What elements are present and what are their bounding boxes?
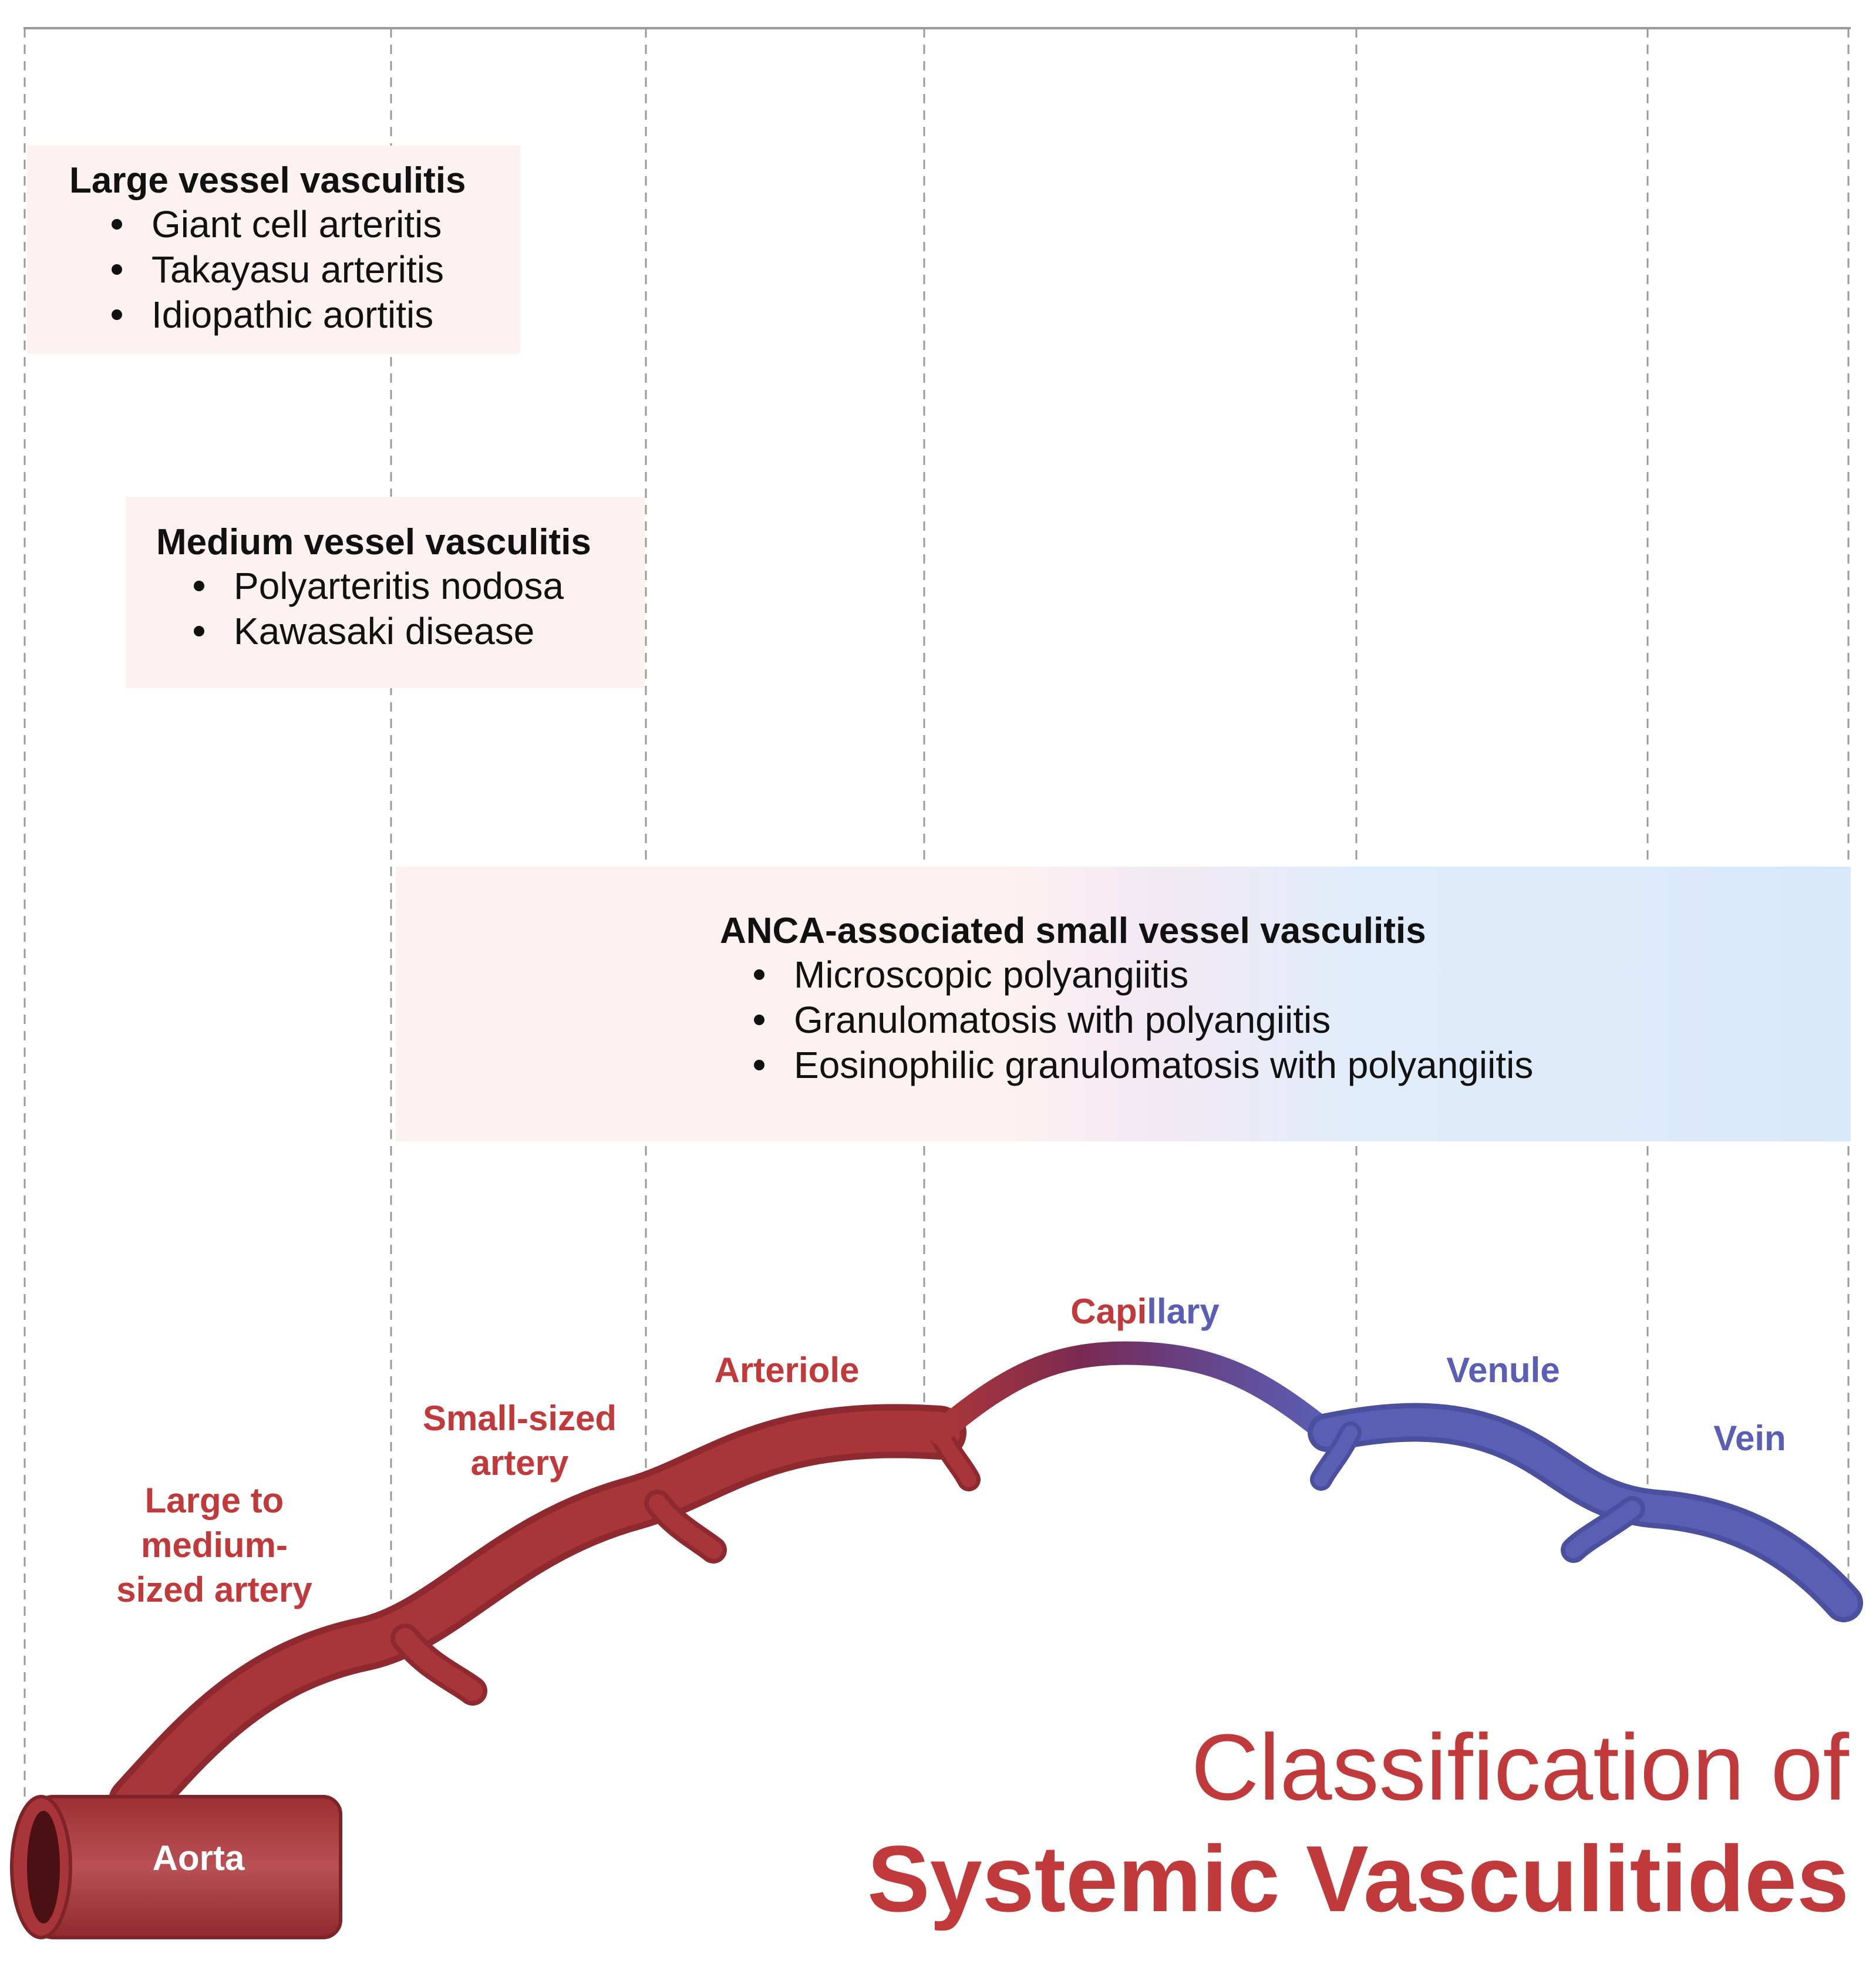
large-vessel-heading: Large vessel vasculitis (69, 160, 466, 201)
list-item-text: Eosinophilic granulomatosis with polyang… (794, 1044, 1534, 1086)
medium-vessel-list: Polyarteritis nodosa Kawasaki disease (188, 564, 564, 654)
bullet-icon (754, 1015, 764, 1025)
bullet-icon (112, 264, 122, 275)
venule-branch (1314, 1426, 1358, 1487)
title-line-2: Systemic Vasculitides (867, 1826, 1849, 1931)
list-item: Giant cell arteritis (106, 202, 444, 247)
large-artery-label: Large to medium- sized artery (100, 1478, 329, 1612)
venule-label: Venule (1446, 1350, 1560, 1390)
artery-body (114, 1410, 960, 1823)
list-item-text: Giant cell arteritis (151, 203, 442, 245)
large-artery-label-line: sized artery (116, 1570, 312, 1609)
bullet-icon (754, 1060, 764, 1070)
capillary-label-arterial: Capi (1070, 1292, 1147, 1331)
artery-branch (649, 1494, 722, 1559)
bullet-icon (194, 581, 204, 591)
list-item: Eosinophilic granulomatosis with polyang… (748, 1043, 1533, 1088)
large-vessel-list: Giant cell arteritis Takayasu arteritis … (106, 202, 444, 338)
bullet-icon (194, 626, 204, 636)
capillary-label: Capillary (1051, 1289, 1239, 1334)
artery-branch (395, 1628, 483, 1701)
vein-body (1313, 1408, 1858, 1617)
aorta-label: Aorta (152, 1838, 245, 1878)
aorta-opening-inner (27, 1811, 60, 1923)
list-item: Idiopathic aortitis (106, 292, 444, 338)
vein-branch (1565, 1501, 1641, 1558)
capillary-label-venous: llary (1147, 1292, 1220, 1331)
large-vessel-box: Large vessel vasculitis Giant cell arter… (27, 146, 520, 354)
anca-vessel-list: Microscopic polyangiitis Granulomatosis … (748, 952, 1533, 1088)
list-item-text: Polyarteritis nodosa (234, 565, 564, 607)
small-artery-label-line: artery (470, 1443, 569, 1483)
list-item-text: Microscopic polyangiitis (794, 954, 1189, 996)
arteriole-label: Arteriole (714, 1350, 860, 1390)
list-item: Granulomatosis with polyangiitis (748, 998, 1533, 1043)
list-item-text: Granulomatosis with polyangiitis (794, 999, 1331, 1041)
capillary-arc (928, 1341, 1339, 1444)
title-line-1: Classification of (1191, 1714, 1849, 1820)
anca-vessel-heading: ANCA-associated small vessel vasculitis (720, 911, 1426, 951)
list-item-text: Idiopathic aortitis (151, 294, 434, 336)
list-item-text: Kawasaki disease (234, 610, 535, 652)
list-item-text: Takayasu arteritis (151, 248, 444, 291)
medium-vessel-box: Medium vessel vasculitis Polyarteritis n… (126, 497, 645, 688)
list-item: Takayasu arteritis (106, 247, 444, 292)
vein-label: Vein (1713, 1419, 1786, 1458)
large-artery-label-line: Large to (144, 1481, 284, 1520)
list-item: Microscopic polyangiitis (748, 952, 1533, 998)
anca-vessel-box: ANCA-associated small vessel vasculitis … (396, 867, 1851, 1141)
bullet-icon (112, 219, 122, 230)
small-artery-label: Small-sized artery (411, 1396, 628, 1485)
small-artery-label-line: Small-sized (422, 1399, 617, 1438)
bullet-icon (112, 309, 122, 320)
list-item: Kawasaki disease (188, 609, 564, 654)
list-item: Polyarteritis nodosa (188, 564, 564, 609)
medium-vessel-heading: Medium vessel vasculitis (156, 522, 591, 562)
large-artery-label-line: medium- (140, 1525, 288, 1565)
bullet-icon (754, 969, 764, 980)
